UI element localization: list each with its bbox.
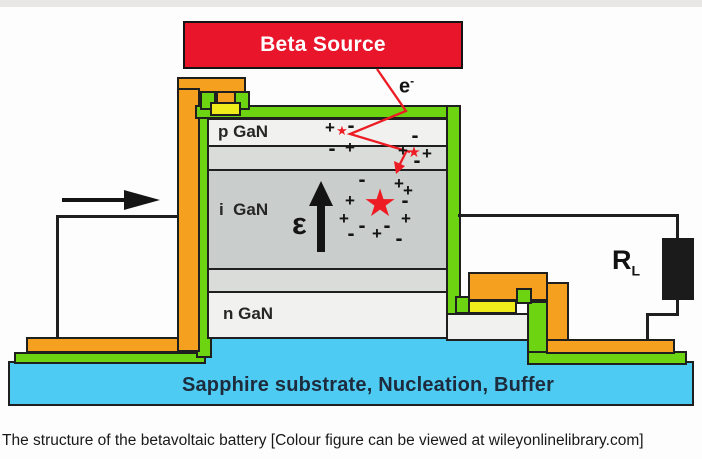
beta-source-box: Beta Source [183,21,463,69]
electron-symbol: e [399,75,411,98]
n-gan-label: n GaN [223,304,274,323]
top-border-bar [0,0,702,7]
i-gan-label: i GaN [219,200,269,219]
electron-label: e- [399,74,414,99]
charge-symbol-plus: + [325,117,335,137]
charge-symbol-minus: - [413,149,421,173]
charge-symbol-minus: - [401,189,409,213]
charge-symbol-plus: + [401,208,411,228]
left-contact-orange-foot [26,337,200,353]
wire-resistor-top [676,214,679,240]
layer-n-gan: n GaN [209,291,446,337]
radiation-star: ★ [407,144,421,162]
right-contact-orange-step [546,282,569,343]
charge-symbol-minus: - [347,114,355,138]
charge-symbol-plus: + [398,140,408,160]
wire-right-horizontal [458,214,679,217]
charge-symbol-minus: - [395,227,403,251]
charge-symbol-plus: + [345,190,355,210]
beta-source-label: Beta Source [260,33,386,56]
wire-to-n-contact [646,313,649,341]
wire-left-horizontal [57,215,179,218]
charge-symbol-plus: + [339,208,349,228]
resistor-subscript: L [631,262,641,279]
radiation-star: ★ [336,123,348,139]
charge-symbol-minus: - [358,214,366,238]
load-resistor-label: RL [612,245,640,278]
left-contact-green-foot [14,352,206,364]
wire-left-vertical [56,215,59,339]
right-yellow-pad [468,300,517,314]
top-yellow-pad [210,102,241,116]
figure-caption: The structure of the betavoltaic battery… [2,432,644,449]
resistor-symbol: R [612,245,632,275]
wire-resistor-bottom [676,299,679,316]
electric-field-symbol: ε [292,206,307,241]
charge-symbol-minus: - [328,137,336,161]
charge-symbol-plus: + [403,180,413,200]
charge-symbol-plus: + [422,143,432,163]
load-resistor [662,238,694,300]
electron-charge-sign: - [410,74,415,88]
substrate-under-device [206,339,544,365]
right-green-tooth [516,288,532,304]
p-gan-label: p GaN [218,122,269,141]
right-contact-orange-pad [468,272,548,301]
radiation-star: ★ [362,182,398,225]
charge-symbol-plus: + [345,137,355,157]
charge-symbol-minus: - [358,168,366,192]
charge-symbol-plus: + [394,173,404,193]
charge-symbol-minus: - [347,222,355,246]
right-contact-orange-foot [546,339,675,354]
current-direction-arrow [62,190,160,210]
right-green-sidewall [446,105,461,316]
substrate-label: Sapphire substrate, Nucleation, Buffer [181,374,555,396]
charge-symbol-plus: + [372,223,382,243]
left-contact-orange-sidewall [177,88,200,352]
charge-symbol-minus: - [383,214,391,238]
wire-bottom-horizontal [646,313,679,316]
layer-spacer-bottom [209,268,446,291]
charge-symbol-minus: - [411,124,419,148]
